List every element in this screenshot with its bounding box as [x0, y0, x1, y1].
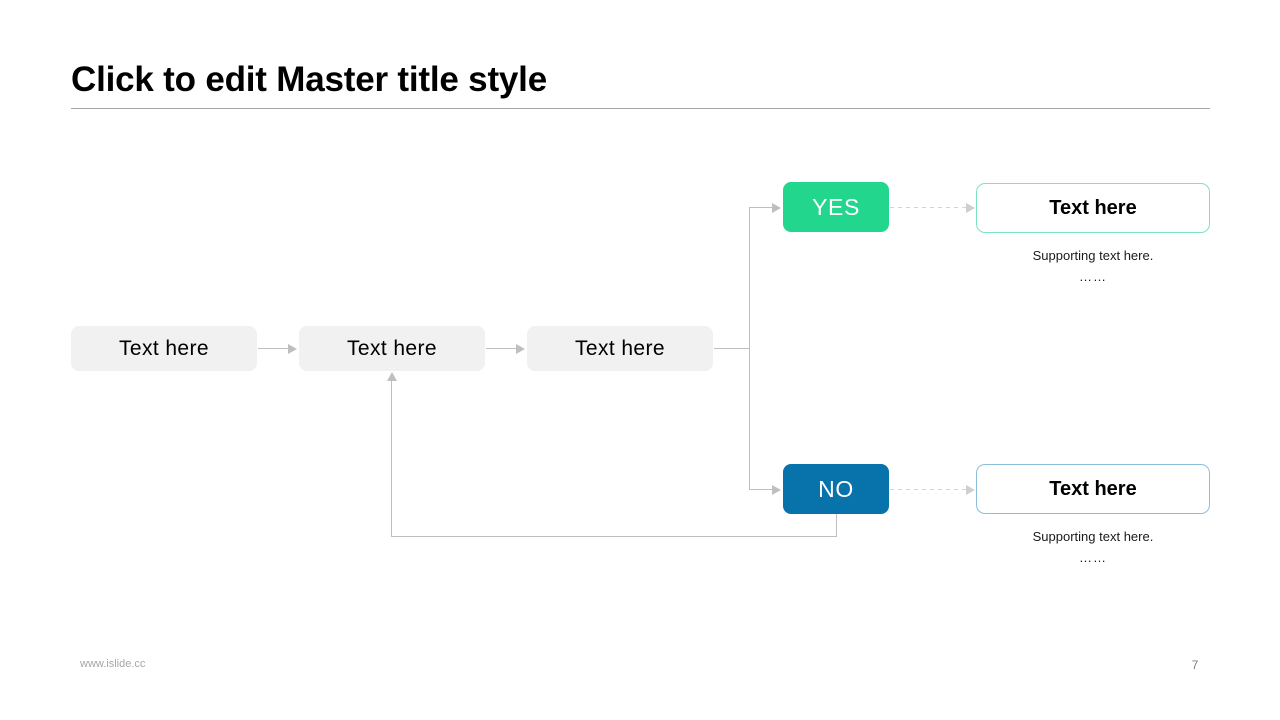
outcome-support-text-no: Supporting text here. [1032, 529, 1154, 544]
footer-page-number: 7 [1191, 658, 1199, 672]
connector-branch-yes [749, 207, 774, 208]
connector-yes-outcome [890, 207, 968, 208]
page-title[interactable]: Click to edit Master title style [71, 60, 547, 99]
outcome-support-dots-no: …… [1079, 550, 1107, 565]
title-divider [71, 108, 1210, 109]
arrow-icon-branch-yes [772, 203, 781, 213]
outcome-support-no: Supporting text here. …… [976, 526, 1210, 568]
connector-loop-down [836, 514, 837, 537]
process-step-1[interactable]: Text here [71, 326, 257, 371]
connector-step3-branch [714, 348, 750, 349]
connector-loop-up [391, 380, 392, 537]
connector-no-outcome [890, 489, 968, 490]
arrow-icon-branch-no [772, 485, 781, 495]
arrow-icon-step1-step2 [288, 344, 297, 354]
connector-step1-step2 [258, 348, 290, 349]
decision-no[interactable]: NO [783, 464, 889, 514]
arrow-icon-step2-step3 [516, 344, 525, 354]
footer-url[interactable]: www.islide.cc [80, 658, 146, 670]
process-step-3[interactable]: Text here [527, 326, 713, 371]
arrow-icon-no-outcome [966, 485, 975, 495]
outcome-support-yes: Supporting text here. …… [976, 245, 1210, 287]
connector-branch-no [749, 489, 774, 490]
connector-branch-spine [749, 207, 750, 490]
outcome-box-yes[interactable]: Text here [976, 183, 1210, 233]
decision-yes[interactable]: YES [783, 182, 889, 232]
connector-loop-left [391, 536, 837, 537]
connector-step2-step3 [486, 348, 518, 349]
outcome-support-text-yes: Supporting text here. [1032, 248, 1154, 263]
outcome-box-no[interactable]: Text here [976, 464, 1210, 514]
outcome-support-dots-yes: …… [1079, 269, 1107, 284]
process-step-2[interactable]: Text here [299, 326, 485, 371]
arrow-icon-loop-into-step2 [387, 372, 397, 381]
arrow-icon-yes-outcome [966, 203, 975, 213]
